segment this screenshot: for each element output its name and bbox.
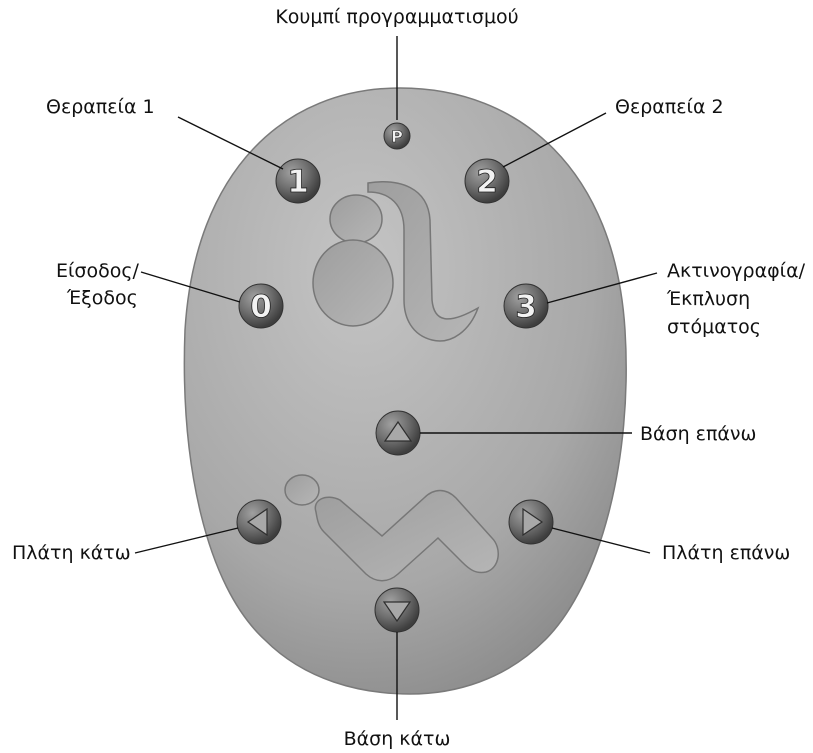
therapy-2-button-label: 2: [476, 164, 498, 200]
program-button-label: P: [391, 127, 403, 146]
entry-exit-button-label: 0: [250, 289, 272, 325]
label-base-down: Βάση κάτω: [344, 728, 451, 750]
xray-rinse-button-label: 3: [515, 289, 537, 325]
label-entry-exit-2: Έξοδος: [66, 287, 138, 309]
therapy-1-button[interactable]: 1: [276, 159, 320, 203]
program-button[interactable]: P: [384, 123, 410, 149]
label-therapy-1: Θεραπεία 1: [46, 96, 155, 118]
label-back-down: Πλάτη κάτω: [12, 542, 131, 564]
label-entry-exit-1: Είσοδος/: [56, 260, 140, 282]
back-up-button[interactable]: [509, 500, 553, 544]
entry-exit-button[interactable]: 0: [239, 284, 283, 328]
label-xray-3: στόματος: [667, 316, 761, 338]
therapy-2-button[interactable]: 2: [465, 159, 509, 203]
base-up-button[interactable]: [376, 411, 420, 455]
label-back-up: Πλάτη επάνω: [662, 542, 790, 564]
label-xray-2: Έκπλυση: [666, 288, 750, 310]
label-xray-1: Ακτινογραφία/: [667, 260, 806, 282]
label-therapy-2: Θεραπεία 2: [615, 96, 724, 118]
xray-rinse-button[interactable]: 3: [504, 284, 548, 328]
label-program: Κουμπί προγραμματισμού: [275, 6, 518, 28]
therapy-1-button-label: 1: [287, 164, 309, 200]
back-down-button[interactable]: [237, 500, 281, 544]
label-base-up: Βάση επάνω: [640, 423, 756, 445]
base-down-button[interactable]: [375, 588, 419, 632]
